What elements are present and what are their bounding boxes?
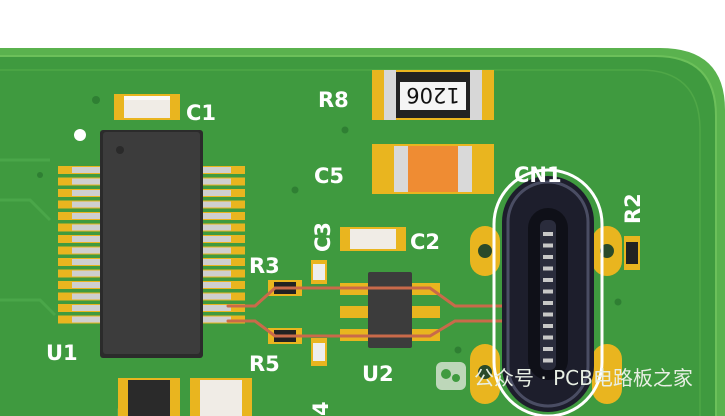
u1-pin-right [201, 201, 231, 208]
cn1-contact [543, 289, 553, 294]
label-c2: C2 [410, 230, 440, 254]
cn1-contact [543, 347, 553, 351]
u1-pin-right [201, 282, 231, 288]
cn1-contact [543, 243, 553, 248]
r8-label-plate [400, 82, 466, 110]
label-c5: C5 [314, 164, 344, 188]
cn1-shell-rim [506, 180, 590, 408]
u1-pin-left [72, 247, 102, 254]
usb-diff-pair [226, 286, 547, 338]
wechat-icon [436, 362, 466, 390]
c3-body [313, 264, 325, 280]
r8-left-term [384, 70, 396, 120]
u1-left-pads [58, 166, 102, 324]
watermark: 公众号 · PCB电路板之家 [436, 362, 693, 390]
c-bottom-body [200, 380, 242, 416]
cn1-contact [543, 324, 553, 328]
c4-body [313, 343, 325, 361]
label-partial-4: 4 [309, 401, 333, 416]
label-u2: U2 [362, 362, 394, 386]
u1-pin-right [201, 293, 231, 300]
label-r2: R2 [621, 193, 645, 224]
ground-pour-edge [0, 69, 701, 416]
u1-pin-left [72, 305, 102, 311]
u1-pin-left [72, 282, 102, 288]
c1-body [124, 96, 170, 118]
label-c3: C3 [311, 222, 335, 252]
label-u1: U1 [46, 341, 78, 365]
cn1-contact [543, 255, 553, 259]
c5-left-term [394, 146, 408, 192]
r8-right-term [470, 70, 482, 120]
u1-pin-right [201, 247, 231, 254]
u1-pin-left [72, 236, 102, 242]
u1-body [103, 132, 200, 354]
cn1-contact [543, 358, 553, 363]
u1-pin-left [72, 293, 102, 300]
label-r3: R3 [249, 254, 280, 278]
c5-right-term [458, 146, 472, 192]
r7-body [128, 380, 170, 416]
u1-pin-left [72, 190, 102, 196]
cn1-contact [543, 232, 553, 236]
u1-pin-left [72, 224, 102, 231]
u2-body [368, 272, 412, 348]
u1-pin-right [201, 316, 231, 323]
vias [37, 96, 622, 354]
u1-pin1-dot [74, 129, 86, 141]
u1-pin-right [201, 236, 231, 242]
cn1-contact [543, 301, 553, 305]
u1-pin-right [201, 167, 231, 173]
watermark-text: 公众号 · PCB电路板之家 [474, 366, 693, 390]
c2-body [350, 229, 396, 249]
u1-pin-right [201, 259, 231, 265]
c1-highlight [124, 96, 170, 100]
label-c1: C1 [186, 101, 216, 125]
r8-marking: 1206 [406, 83, 459, 107]
u1-pin-left [72, 178, 102, 185]
u1-right-pads [201, 166, 245, 324]
r2-body [626, 242, 638, 264]
label-cn1: CN1 [514, 163, 562, 187]
left-traces [0, 158, 57, 317]
cn1-contact [543, 278, 553, 282]
u1-pin-left [72, 259, 102, 265]
u1-pin-left [72, 270, 102, 277]
board-outline [0, 55, 717, 416]
u1-pin-right [201, 213, 231, 219]
cn1-contact [543, 312, 553, 317]
label-r8: R8 [318, 88, 349, 112]
u1-pin-left [72, 213, 102, 219]
cn1-contact [543, 335, 553, 340]
cn1-silkscreen [492, 168, 604, 416]
u1-pin-right [201, 178, 231, 185]
u1-pin1-marker [116, 146, 124, 154]
u1-pin-right [201, 270, 231, 277]
u1-pin-left [72, 316, 102, 323]
u1-pin-left [72, 201, 102, 208]
u1-pin-right [201, 305, 231, 311]
cn1-contacts [543, 232, 553, 363]
cn1-contact [543, 266, 553, 271]
u1-pin-right [201, 190, 231, 196]
label-r5: R5 [249, 352, 280, 376]
u1-pin-right [201, 224, 231, 231]
u1-pin-left [72, 167, 102, 173]
